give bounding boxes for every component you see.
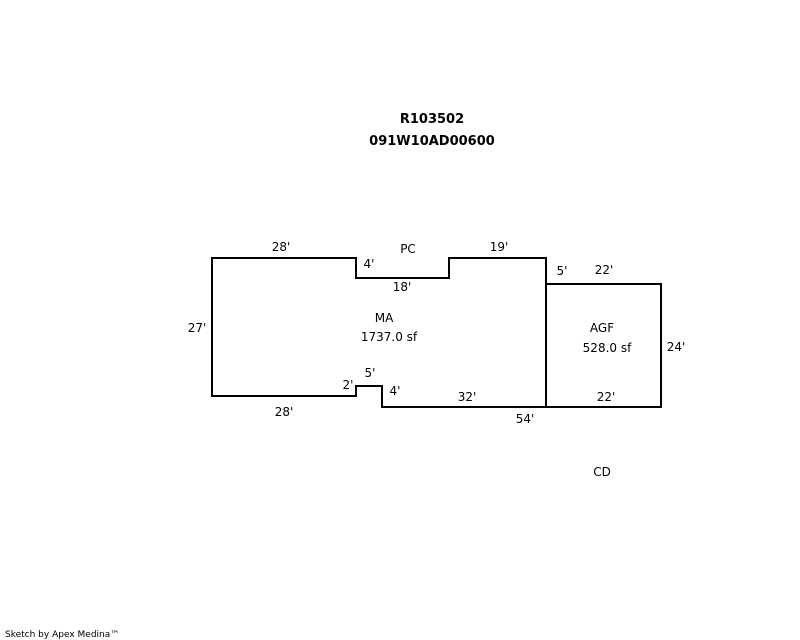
deck-code: CD	[593, 465, 611, 479]
account-id: R103502	[400, 112, 464, 127]
garage-size: 528.0 sf	[583, 341, 632, 355]
map-taxlot: 091W10AD00600	[369, 134, 495, 149]
dim-garage-bottom: 22'	[597, 390, 616, 404]
main-area-code: MA	[375, 311, 394, 325]
dim-main-top-notch-width: 18'	[393, 280, 412, 294]
dim-main-left: 27'	[188, 321, 207, 335]
sketch-credit: Sketch by Apex Medina™	[5, 630, 119, 640]
dim-garage-top: 22'	[595, 263, 614, 277]
dim-main-bottom-total: 54'	[516, 412, 535, 426]
garage-outline	[546, 283, 662, 408]
dim-garage-right: 24'	[667, 340, 686, 354]
dim-main-top-notch-depth: 4'	[364, 257, 375, 271]
main-area-size: 1737.0 sf	[361, 330, 418, 344]
dim-main-top-right: 19'	[490, 240, 509, 254]
dim-main-bottom-jog-drop: 4'	[390, 384, 401, 398]
dim-main-bottom-jog-width: 5'	[365, 366, 376, 380]
dim-main-bottom-right: 32'	[458, 390, 477, 404]
garage-code: AGF	[590, 321, 614, 335]
dim-main-bottom-jog-rise: 2'	[343, 378, 354, 392]
porch-code: PC	[400, 242, 416, 256]
dim-garage-offset: 5'	[557, 264, 568, 278]
dim-main-bottom-left: 28'	[275, 405, 294, 419]
dim-main-top-left: 28'	[272, 240, 291, 254]
